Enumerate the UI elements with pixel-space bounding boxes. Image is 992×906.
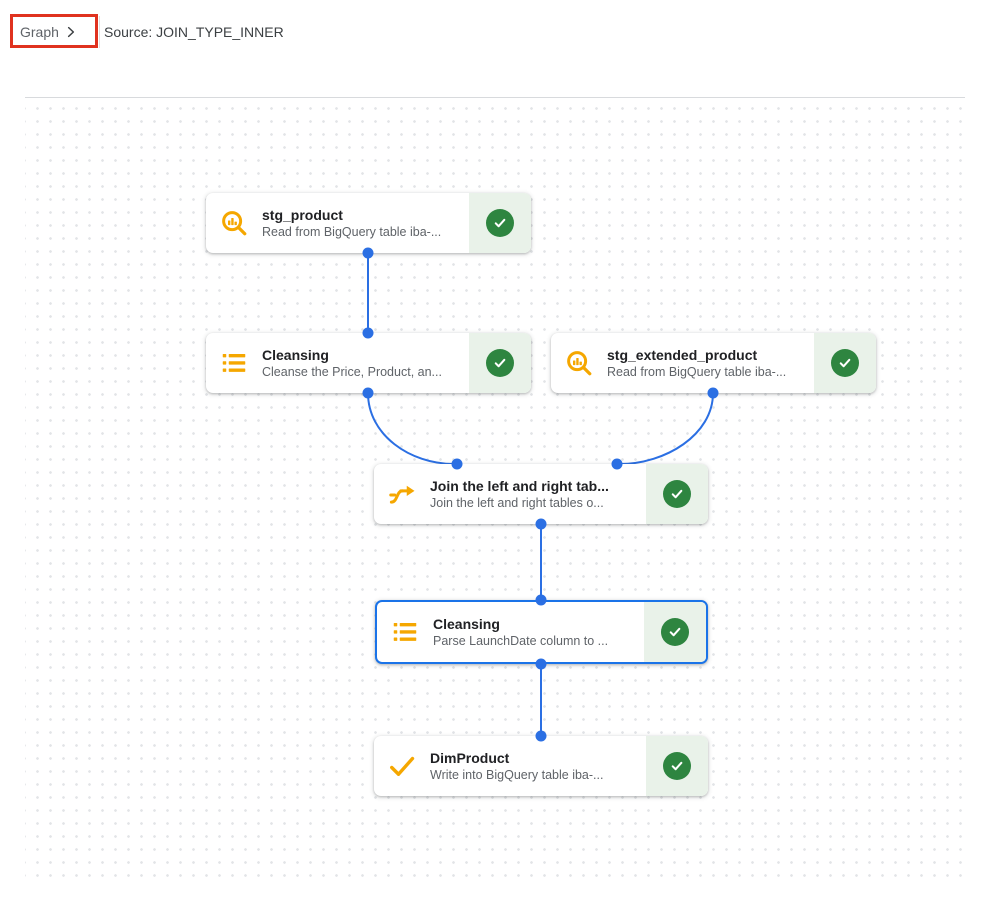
success-check-icon xyxy=(663,752,691,780)
node-title: stg_product xyxy=(262,207,343,223)
status-badge xyxy=(646,736,708,796)
node-title: Cleansing xyxy=(262,347,329,363)
port-join-in-right xyxy=(611,458,623,470)
node-stg-product[interactable]: stg_product Read from BigQuery table iba… xyxy=(206,193,531,253)
node-text: Cleansing Cleanse the Price, Product, an… xyxy=(262,333,469,393)
edge-stgextended-join xyxy=(619,392,714,465)
status-badge xyxy=(646,464,708,524)
node-subtitle: Cleanse the Price, Product, an... xyxy=(262,365,442,379)
status-badge xyxy=(469,193,531,253)
status-badge xyxy=(644,602,706,662)
list-icon xyxy=(206,333,262,393)
node-join[interactable]: Join the left and right tab... Join the … xyxy=(374,464,708,524)
node-title: DimProduct xyxy=(430,750,510,766)
check-icon xyxy=(374,736,430,796)
port-cleansing1-in xyxy=(362,327,374,339)
edge-cleansing-join xyxy=(367,392,455,465)
port-dimproduct-in xyxy=(535,730,547,742)
node-cleansing-1[interactable]: Cleansing Cleanse the Price, Product, an… xyxy=(206,333,531,393)
breadcrumb-item-source: Source: JOIN_TYPE_INNER xyxy=(104,24,284,40)
bigquery-read-icon xyxy=(551,333,607,393)
graph-toolbar xyxy=(0,55,992,146)
node-title: Cleansing xyxy=(433,616,500,632)
node-subtitle: Read from BigQuery table iba-... xyxy=(262,225,442,239)
status-badge xyxy=(469,333,531,393)
breadcrumb-divider xyxy=(99,16,100,48)
success-check-icon xyxy=(486,209,514,237)
list-icon xyxy=(377,602,433,662)
node-text: stg_product Read from BigQuery table iba… xyxy=(262,193,469,253)
node-stg-extended-product[interactable]: stg_extended_product Read from BigQuery … xyxy=(551,333,876,393)
node-text: DimProduct Write into BigQuery table iba… xyxy=(430,736,646,796)
port-join-in-left xyxy=(451,458,463,470)
graph-canvas[interactable]: stg_product Read from BigQuery table iba… xyxy=(25,97,965,887)
chevron-right-icon xyxy=(64,25,78,39)
node-subtitle: Write into BigQuery table iba-... xyxy=(430,768,604,782)
node-subtitle: Join the left and right tables o... xyxy=(430,496,604,510)
join-icon xyxy=(374,464,430,524)
port-cleansing2-out xyxy=(535,658,547,670)
port-cleansing1-out xyxy=(362,387,374,399)
node-title: stg_extended_product xyxy=(607,347,758,363)
port-join-out xyxy=(535,518,547,530)
breadcrumb-item-graph[interactable]: Graph xyxy=(20,24,59,40)
success-check-icon xyxy=(661,618,689,646)
node-dimproduct[interactable]: DimProduct Write into BigQuery table iba… xyxy=(374,736,708,796)
success-check-icon xyxy=(831,349,859,377)
success-check-icon xyxy=(663,480,691,508)
port-cleansing2-in xyxy=(535,594,547,606)
node-cleansing-2-selected[interactable]: Cleansing Parse LaunchDate column to ... xyxy=(375,600,708,664)
port-stgextended-out xyxy=(707,387,719,399)
node-title: Join the left and right tab... xyxy=(430,478,609,494)
success-check-icon xyxy=(486,349,514,377)
bigquery-read-icon xyxy=(206,193,262,253)
node-text: Join the left and right tab... Join the … xyxy=(430,464,646,524)
status-badge xyxy=(814,333,876,393)
port-stgproduct-out xyxy=(362,247,374,259)
node-subtitle: Parse LaunchDate column to ... xyxy=(433,634,609,648)
breadcrumb: Graph Source: JOIN_TYPE_INNER xyxy=(0,0,992,55)
node-text: Cleansing Parse LaunchDate column to ... xyxy=(433,602,644,662)
node-text: stg_extended_product Read from BigQuery … xyxy=(607,333,814,393)
node-subtitle: Read from BigQuery table iba-... xyxy=(607,365,787,379)
